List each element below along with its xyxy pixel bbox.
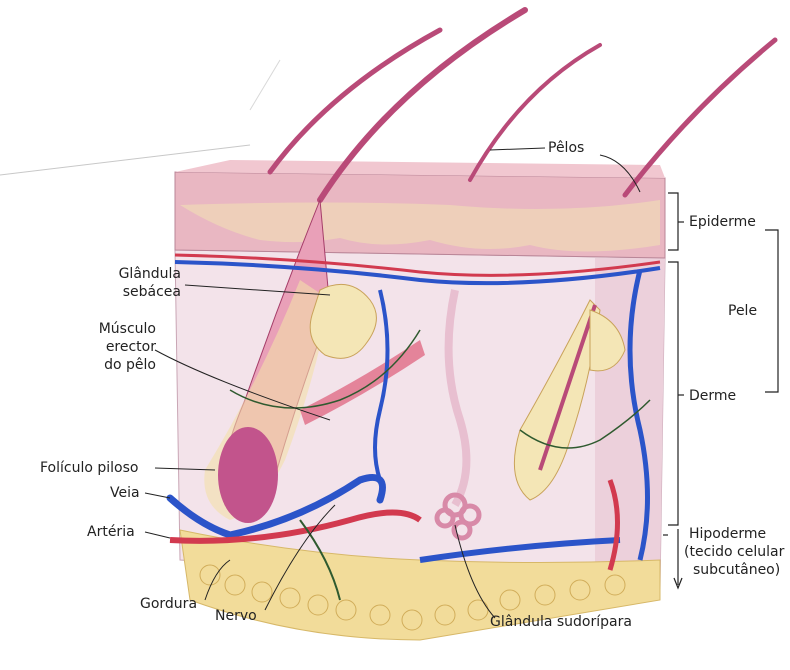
label-foliculo: Folículo piloso [40, 460, 138, 476]
label-glandula-sebacea-2: sebácea [87, 284, 181, 300]
hair-strand [470, 45, 600, 180]
label-glandula-sudoripara: Glândula sudorípara [490, 614, 632, 630]
label-pele: Pele [728, 303, 757, 319]
label-derme: Derme [689, 388, 736, 404]
hair-bulb-left [218, 427, 278, 523]
label-epiderme: Epiderme [689, 214, 756, 230]
label-musculo-3: do pêlo [80, 357, 156, 373]
label-veia: Veia [110, 485, 140, 501]
label-glandula-sebacea-1: Glândula [87, 266, 181, 282]
label-musculo-2: erector [80, 339, 156, 355]
label-hipoderme: Hipoderme [689, 526, 766, 542]
label-hipoderme-3: subcutâneo) [693, 562, 780, 578]
label-musculo-1: Músculo [80, 321, 156, 337]
label-nervo: Nervo [215, 608, 257, 624]
label-gordura: Gordura [140, 596, 197, 612]
label-hipoderme-2: (tecido celular [684, 544, 784, 560]
label-pelos: Pêlos [548, 140, 584, 156]
label-arteria: Artéria [87, 524, 135, 540]
sketch-line [250, 60, 280, 110]
